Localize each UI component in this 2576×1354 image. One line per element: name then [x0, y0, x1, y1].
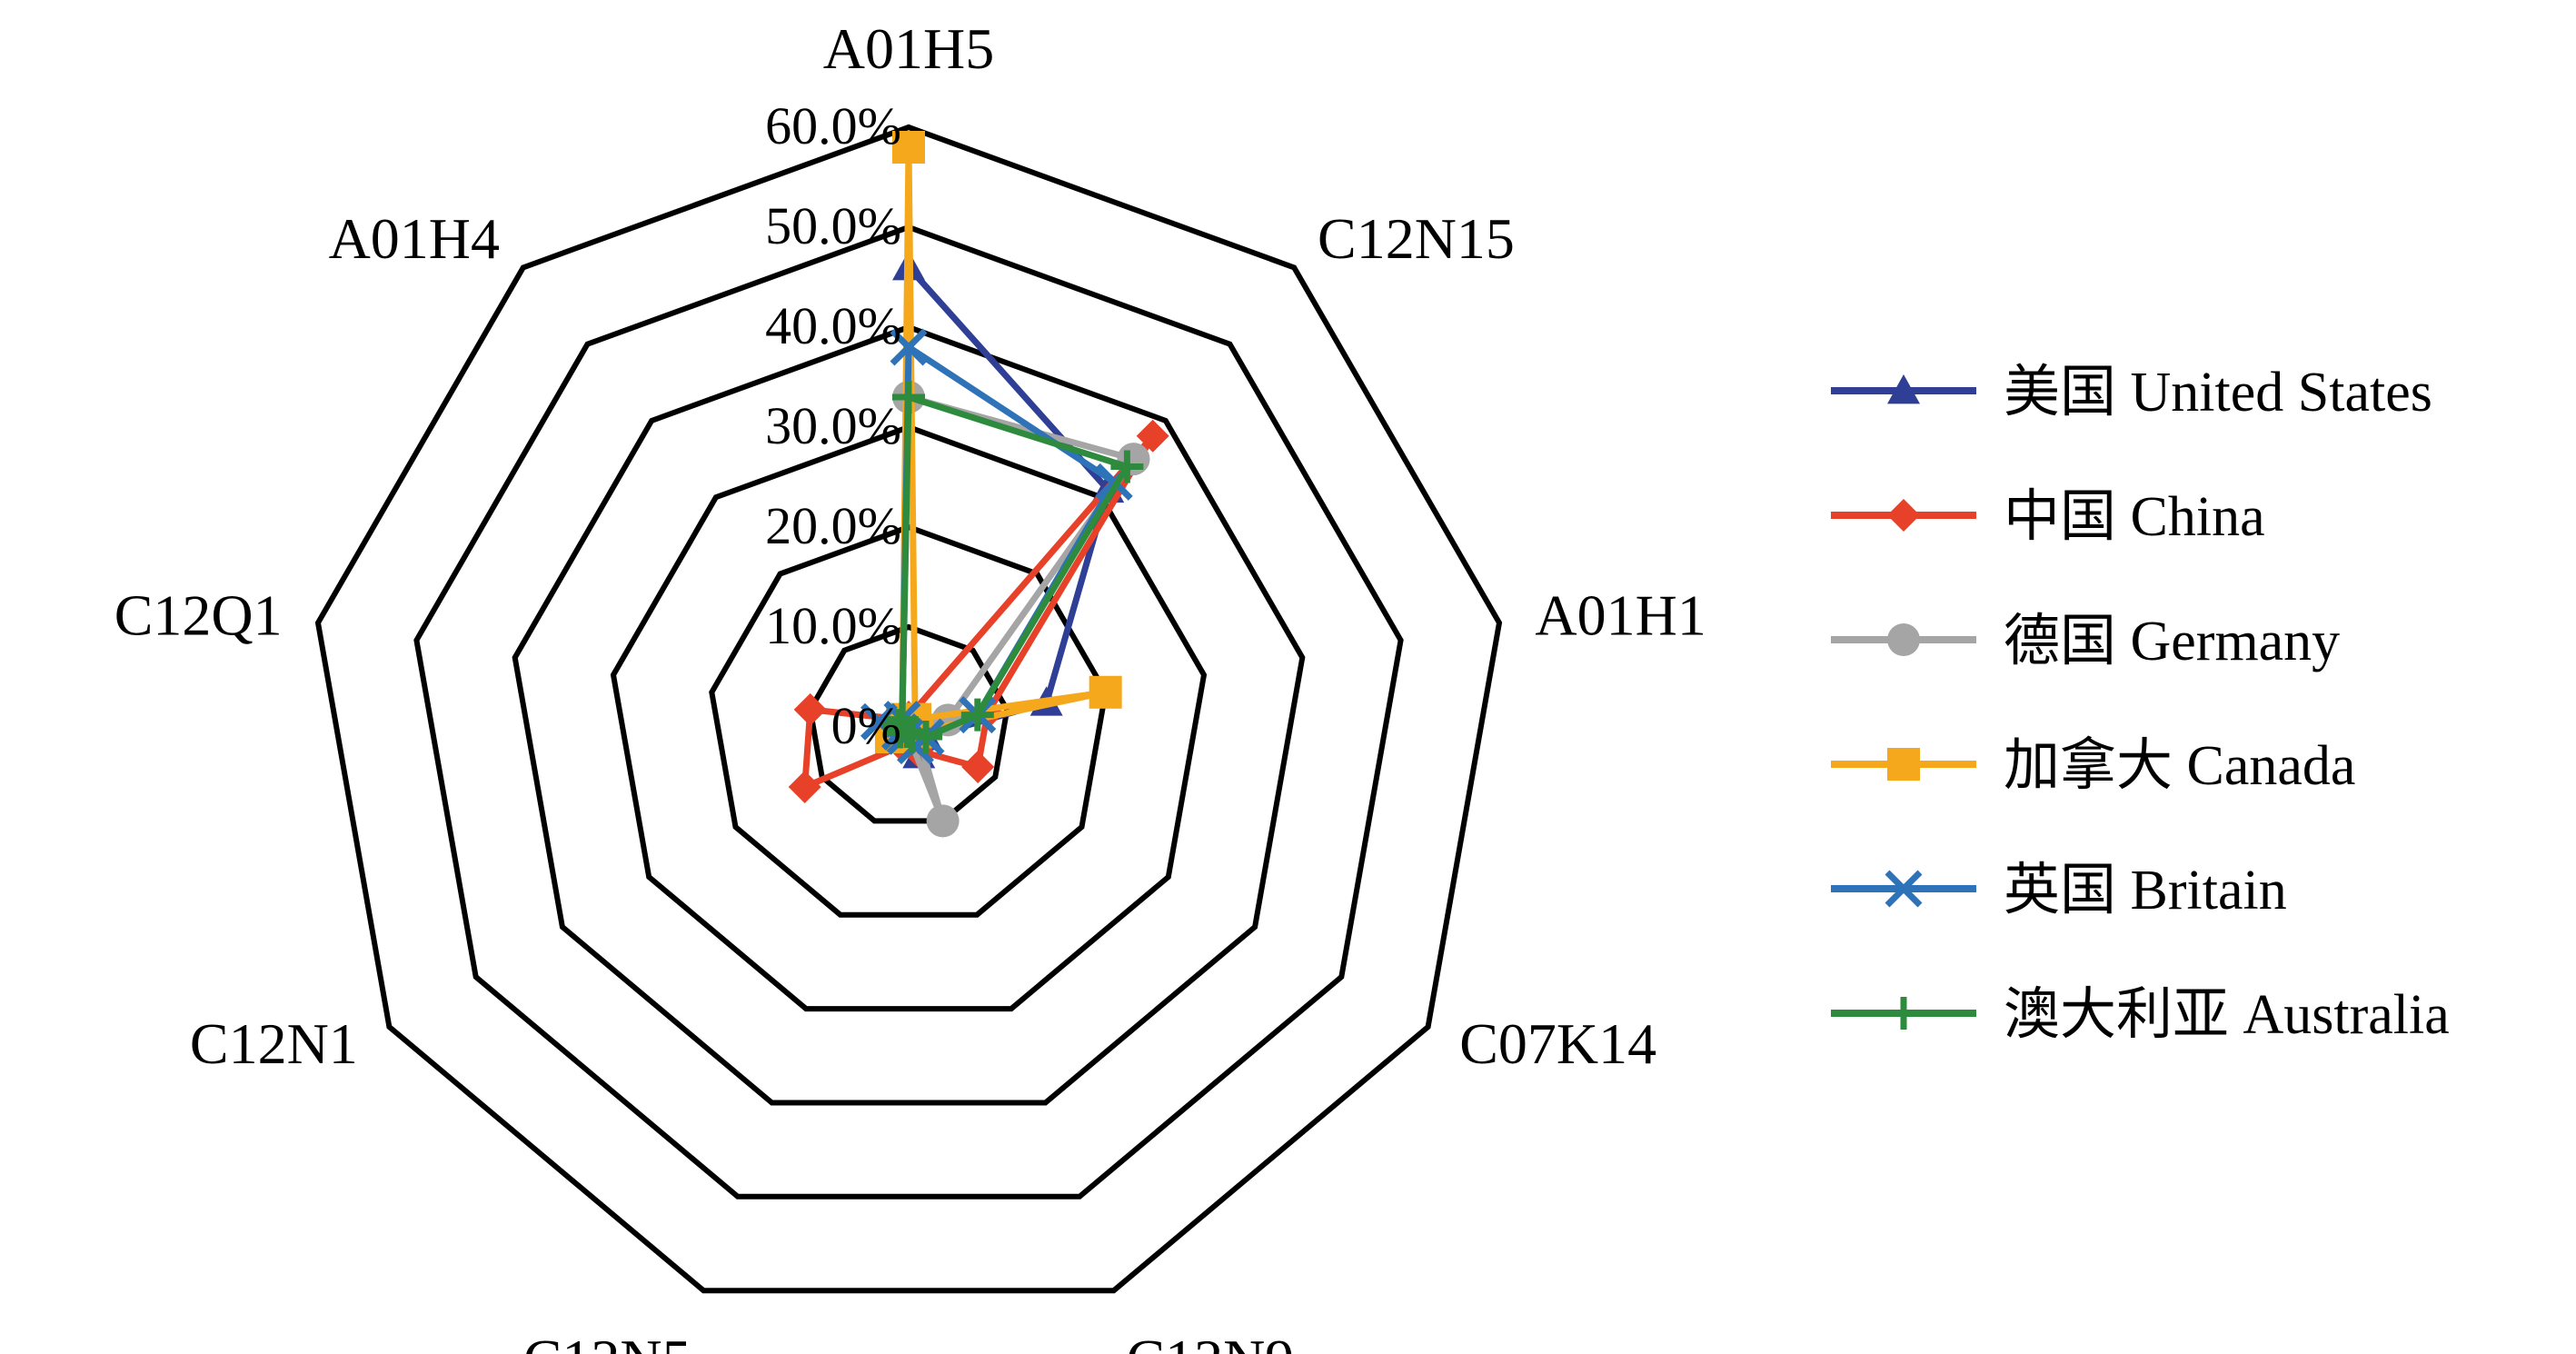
- legend-label: 美国 United States: [2004, 362, 2432, 423]
- data-point: [960, 698, 994, 732]
- tick-label: 30.0%: [765, 396, 901, 455]
- category-label: C12N9: [1126, 1328, 1294, 1354]
- tick-label: 20.0%: [765, 496, 901, 555]
- category-label: C12Q1: [114, 582, 283, 647]
- data-point: [1887, 499, 1920, 532]
- radial-tick-labels: 0% 10.0% 20.0% 30.0% 40.0% 50.0% 60.0%: [765, 96, 901, 755]
- data-point: [892, 131, 925, 164]
- tick-label: 60.0%: [765, 96, 901, 155]
- tick-label: 10.0%: [765, 596, 901, 655]
- legend-item: 德国 Germany: [1831, 611, 2340, 672]
- data-point: [961, 751, 995, 783]
- category-label: C07K14: [1459, 1011, 1656, 1076]
- legend-label: 德国 Germany: [2004, 611, 2340, 672]
- legend-label: 中国 China: [2004, 486, 2265, 548]
- data-point: [882, 709, 916, 742]
- tick-label: 40.0%: [765, 296, 901, 355]
- legend-label: 澳大利亚 Australia: [2004, 984, 2450, 1046]
- series-5: [882, 381, 1144, 753]
- grid-ring: [512, 324, 1306, 1106]
- radar-series: [788, 131, 1169, 838]
- legend-label: 英国 Britain: [2004, 860, 2287, 921]
- category-labels: A01H5C12N15A01H1C07K14C12N9 C12N5 C12N1 C12…: [114, 16, 1706, 1354]
- data-point: [1089, 675, 1122, 709]
- grid-ring: [807, 623, 1010, 824]
- data-point: [1110, 450, 1144, 483]
- grid-ring: [413, 224, 1404, 1200]
- data-point: [793, 692, 827, 726]
- grid-ring: [610, 423, 1208, 1012]
- category-label: C12N1: [190, 1011, 358, 1076]
- category-label: A01H5: [823, 16, 994, 81]
- category-label: C12N15: [1318, 206, 1515, 271]
- legend-item: 加拿大 Canada: [1831, 734, 2355, 797]
- data-point: [1887, 623, 1920, 656]
- data-point: [892, 381, 925, 413]
- legend-label: 加拿大 Canada: [2004, 734, 2355, 797]
- data-point: [788, 771, 821, 803]
- data-point: [890, 328, 928, 366]
- legend-item: 英国 Britain: [1831, 860, 2287, 921]
- data-point: [1136, 419, 1169, 453]
- legend-item: 美国 United States: [1831, 362, 2432, 423]
- series-2: [883, 381, 1150, 838]
- category-label: C12N5: [523, 1328, 691, 1354]
- legend: 美国 United States 中国 China 德国 Germany 加拿大 Ca…: [1831, 362, 2450, 1046]
- data-point: [1887, 997, 1920, 1030]
- tick-label: 50.0%: [765, 196, 901, 255]
- radar-grid: [314, 124, 1503, 1294]
- category-label: A01H1: [1535, 582, 1706, 647]
- category-label: A01H4: [329, 206, 500, 271]
- legend-item: 澳大利亚 Australia: [1831, 984, 2450, 1046]
- grid-ring: [709, 523, 1109, 918]
- data-point: [926, 804, 960, 838]
- data-point: [1885, 870, 1923, 908]
- data-point: [885, 702, 919, 736]
- tick-label: 0%: [831, 696, 901, 755]
- grid-ring: [314, 124, 1503, 1294]
- legend-item: 中国 China: [1831, 486, 2265, 548]
- data-point: [1887, 374, 1920, 404]
- data-point: [1887, 748, 1920, 781]
